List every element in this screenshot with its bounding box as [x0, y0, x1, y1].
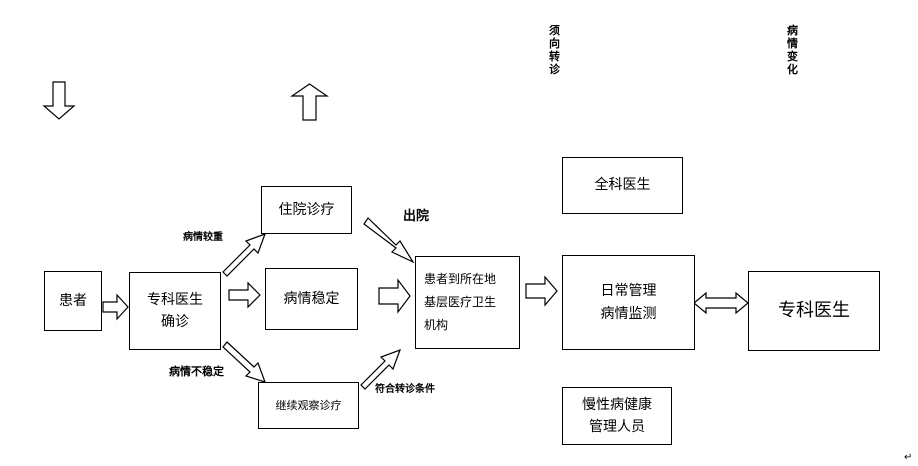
node-hospital: 住院诊疗 [261, 186, 352, 234]
node-stable: 病情稳定 [265, 268, 358, 330]
node-specialist-right: 专科医生 [748, 271, 880, 351]
label-discharge: 出院 [403, 209, 430, 224]
node-observe: 继续观察诊疗 [258, 382, 359, 429]
node-daily: 日常管理 病情监测 [562, 255, 695, 350]
arrow-to-hospital [222, 232, 267, 277]
label-must-refer: 须向转诊 [549, 24, 560, 76]
node-specialist-diagnosis: 专科医生 确诊 [129, 272, 221, 350]
label-unstable: 病情不稳定 [169, 365, 224, 378]
arrow-community-to-daily [525, 275, 558, 307]
node-patient: 患者 [44, 271, 102, 331]
label-condition-change: 病情变化 [787, 24, 798, 76]
arrow-to-stable [228, 281, 261, 309]
arrow-observe-to-community [360, 348, 402, 390]
return-mark: ↵ [904, 452, 913, 463]
node-community: 患者到所在地 基层医疗卫生 机构 [415, 256, 520, 349]
node-chronic-manager: 慢性病健康 管理人员 [562, 387, 672, 445]
arrow-discharge [363, 217, 415, 264]
label-meets-referral: 符合转诊条件 [375, 384, 435, 395]
label-serious: 病情较重 [183, 232, 223, 243]
legend-up-arrow [290, 83, 329, 121]
arrow-daily-specialist-double [693, 291, 749, 315]
arrow-stable-to-community [378, 278, 411, 314]
arrow-to-observe [222, 341, 266, 383]
arrow-patient-to-specialist [102, 293, 129, 321]
node-gp: 全科医生 [562, 157, 683, 214]
legend-down-arrow [42, 81, 76, 120]
